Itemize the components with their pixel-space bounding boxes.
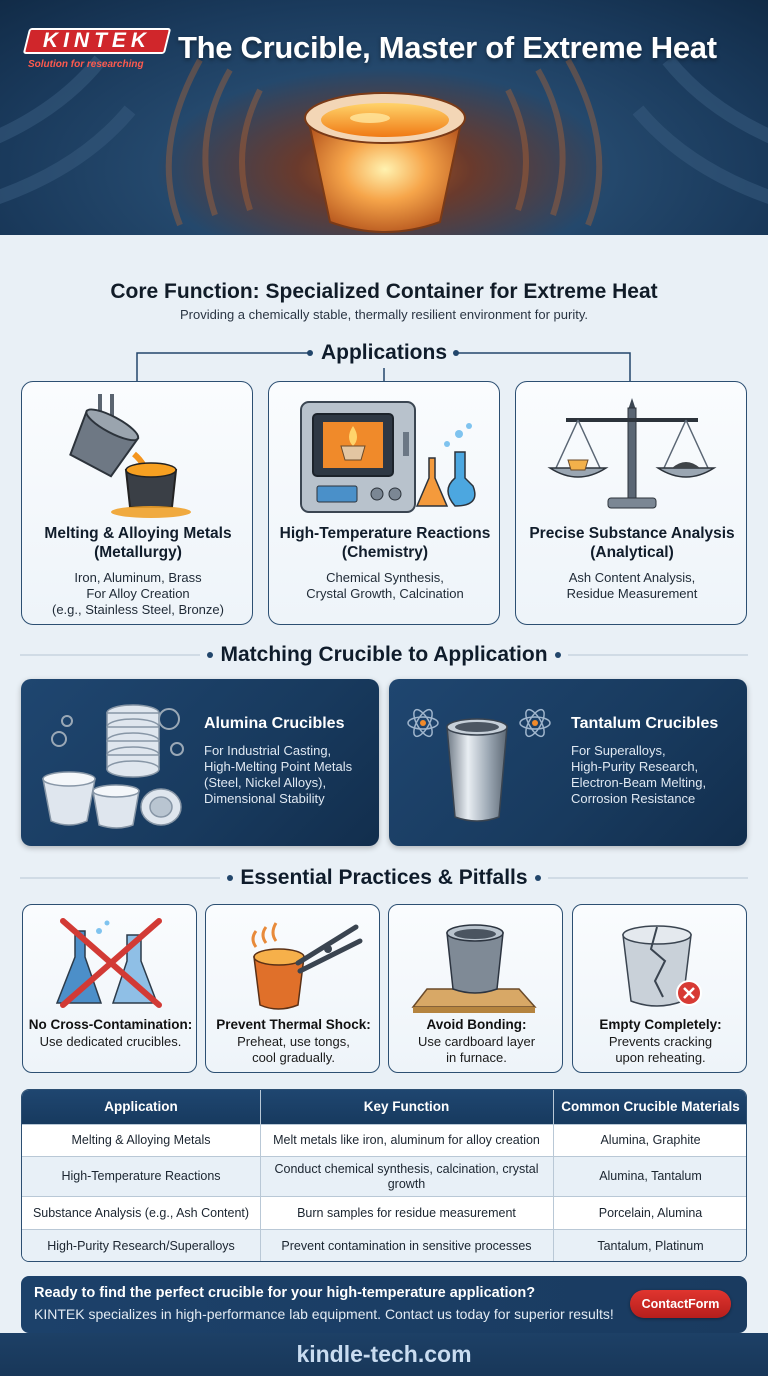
hero-banner: KINTEK Solution for researching The Cruc… (0, 0, 768, 235)
practice-card-bonding: Avoid Bonding: Use cardboard layer in fu… (388, 904, 563, 1073)
practice-description: Preheat, use tongs, cool gradually. (237, 1034, 350, 1065)
practice-title: No Cross-Contamination: (28, 1017, 193, 1032)
practice-description: Prevents cracking upon reheating. (608, 1034, 713, 1065)
summary-table: Application Key Function Common Crucible… (21, 1089, 747, 1262)
table-row: High-Purity Research/Superalloys Prevent… (22, 1229, 746, 1261)
heat-rays-decoration (0, 55, 768, 227)
alumina-crucibles-card: Alumina Crucibles For Industrial Casting… (21, 679, 379, 846)
column-header: Common Crucible Materials (561, 1099, 740, 1114)
alumina-crucibles-icon (42, 704, 184, 829)
table-row: Substance Analysis (e.g., Ash Content) B… (22, 1196, 746, 1229)
alumina-title: Alumina Crucibles (204, 715, 345, 732)
practices-heading: Essential Practices & Pitfalls (240, 866, 528, 889)
tantalum-description: For Superalloys, High-Purity Research, E… (571, 743, 707, 806)
matching-heading: Matching Crucible to Application (220, 643, 548, 666)
tantalum-crucibles-card: Tantalum Crucibles For Superalloys, High… (389, 679, 747, 846)
app-card-analytical: Precise Substance Analysis (Analytical) … (515, 381, 747, 625)
applications-heading: Applications (320, 341, 447, 364)
atom-icon (407, 708, 551, 738)
tongs-crucible-icon (251, 922, 363, 1010)
kintek-logo: KINTEK Solution for researching (22, 28, 172, 72)
app-card-description: Ash Content Analysis, Residue Measuremen… (566, 570, 698, 601)
practice-description: Use cardboard layer in furnace. (417, 1034, 536, 1065)
pouring-crucible-icon (69, 394, 191, 518)
crucible-on-cardboard-icon (411, 924, 537, 1013)
app-card-title: Melting & Alloying Metals (Metallurgy) (44, 525, 232, 561)
alumina-description: For Industrial Casting, High-Melting Poi… (204, 743, 353, 806)
table-row: Melting & Alloying Metals Melt metals li… (22, 1124, 746, 1156)
table-header: Application Key Function Common Crucible… (22, 1090, 746, 1124)
website-link[interactable]: kindle-tech.com (296, 1341, 472, 1367)
crossed-flasks-icon (55, 918, 162, 1008)
practices-divider (20, 875, 748, 881)
column-header: Application (104, 1099, 178, 1114)
app-card-description: Chemical Synthesis, Crystal Growth, Calc… (306, 570, 464, 601)
cta-headline: Ready to find the perfect crucible for y… (34, 1285, 536, 1301)
practice-title: Empty Completely: (599, 1017, 722, 1032)
furnace-icon (300, 401, 476, 513)
table-row: High-Temperature Reactions Conduct chemi… (22, 1156, 746, 1196)
practice-description: Use dedicated crucibles. (39, 1034, 182, 1049)
app-card-title: High-Temperature Reactions (Chemistry) (279, 525, 491, 561)
page-title: The Crucible, Master of Extreme Heat (178, 30, 717, 65)
core-function-title: Core Function: Specialized Container for… (110, 280, 658, 303)
practice-title: Prevent Thermal Shock: (216, 1017, 371, 1032)
call-to-action-banner: Ready to find the perfect crucible for y… (21, 1276, 747, 1333)
logo-text: KINTEK (42, 29, 152, 52)
app-card-metallurgy: Melting & Alloying Metals (Metallurgy) I… (21, 381, 253, 625)
logo-tagline: Solution for researching (28, 59, 144, 70)
practice-card-thermal-shock: Prevent Thermal Shock: Preheat, use tong… (205, 904, 380, 1073)
column-header: Key Function (363, 1099, 450, 1114)
core-function-subtitle: Providing a chemically stable, thermally… (180, 307, 588, 322)
contact-form-button[interactable]: ContactForm (630, 1290, 731, 1318)
glowing-crucible-icon (304, 92, 466, 233)
app-card-description: Iron, Aluminum, Brass For Alloy Creation… (52, 570, 224, 617)
balance-scale-icon (547, 398, 717, 509)
applications-connector-lines (136, 350, 631, 381)
tantalum-title: Tantalum Crucibles (571, 715, 719, 732)
cracked-crucible-icon (622, 925, 702, 1007)
practice-card-empty: Empty Completely: Prevents cracking upon… (572, 904, 747, 1073)
footer: kindle-tech.com (0, 1333, 768, 1376)
matching-divider (20, 652, 748, 658)
cta-subtext: KINTEK specializes in high-performance l… (34, 1306, 614, 1322)
app-card-title: Precise Substance Analysis (Analytical) (529, 525, 735, 561)
practice-title: Avoid Bonding: (426, 1017, 527, 1032)
tantalum-crucible-icon (407, 708, 551, 822)
app-card-chemistry: High-Temperature Reactions (Chemistry) C… (268, 381, 500, 625)
practice-card-contamination: No Cross-Contamination: Use dedicated cr… (22, 904, 197, 1073)
